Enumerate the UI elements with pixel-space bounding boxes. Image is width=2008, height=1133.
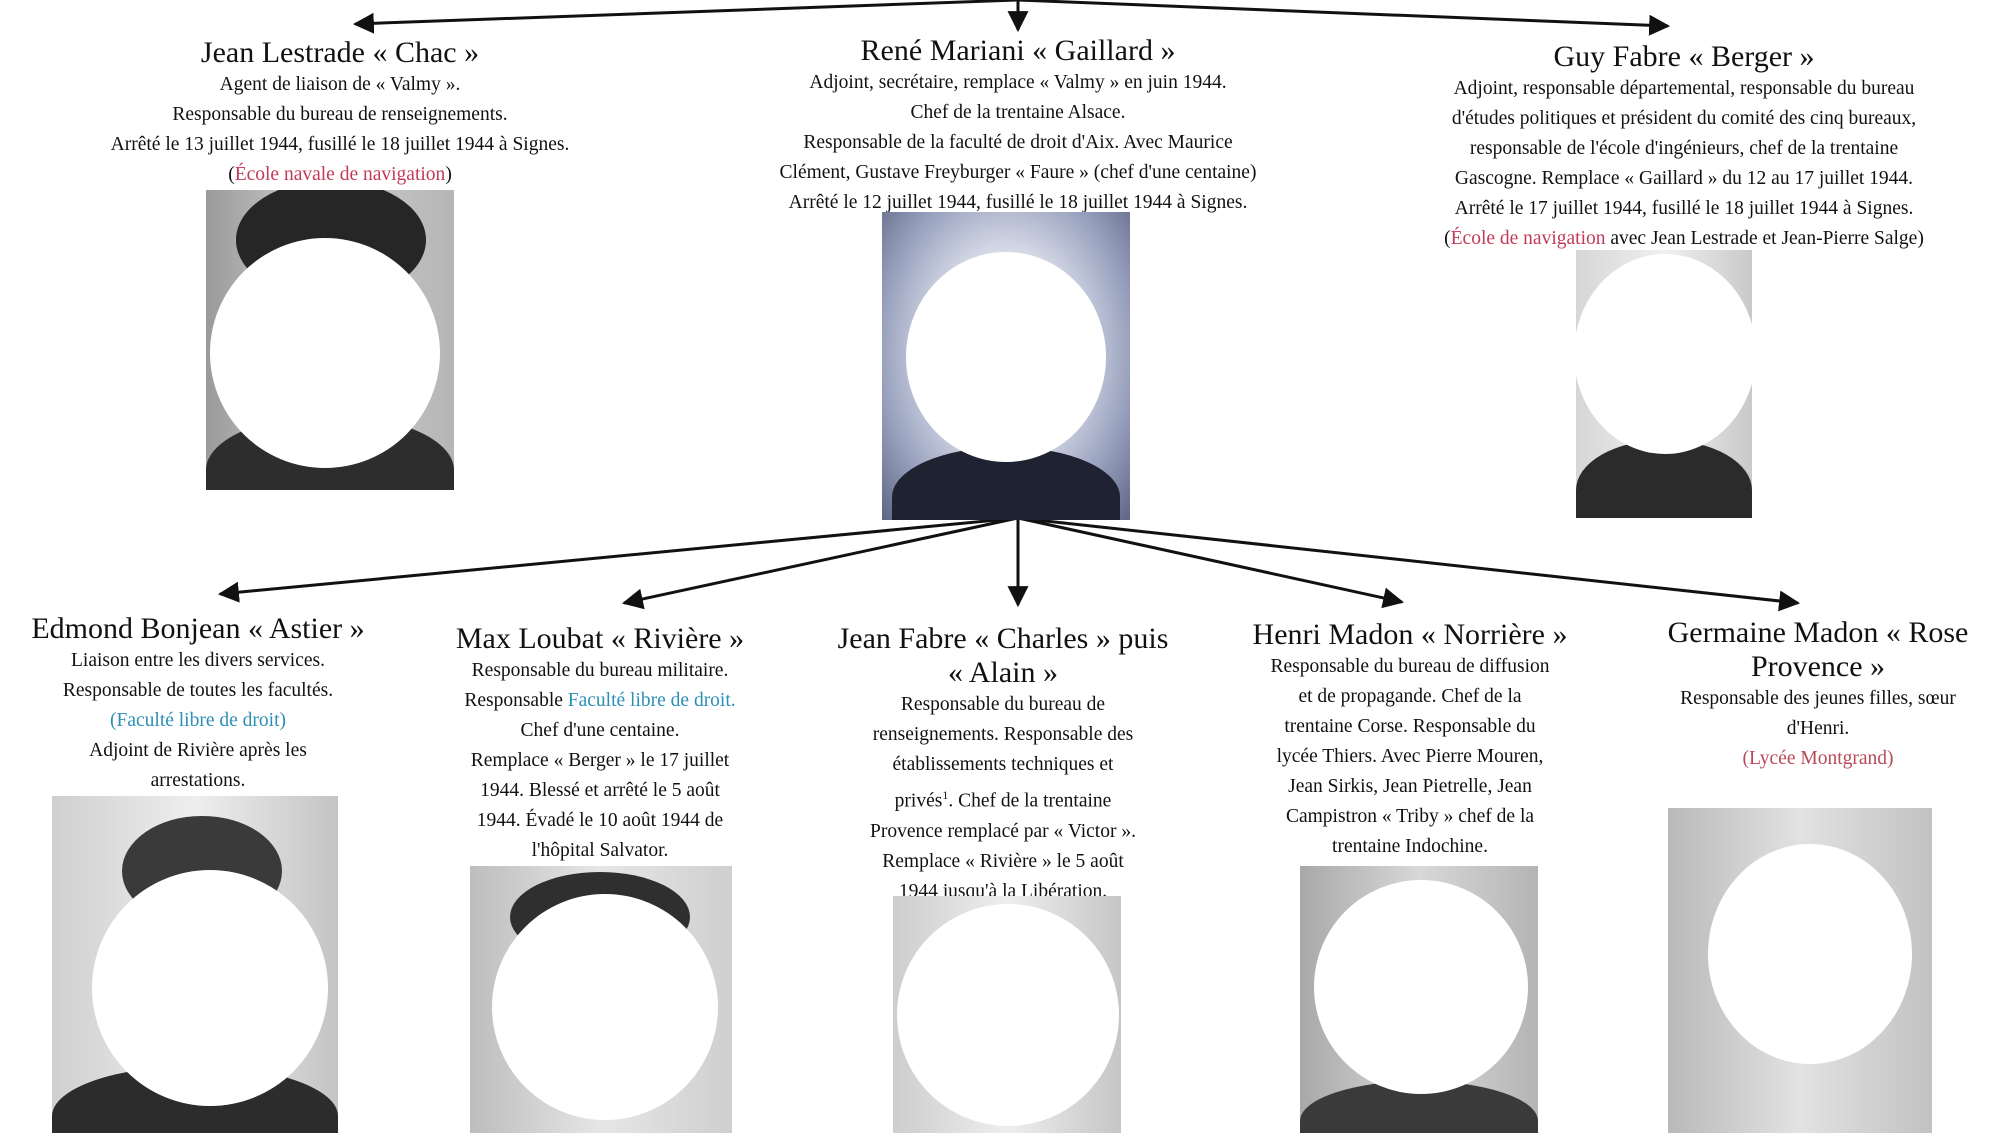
description-line: arrestations.: [150, 770, 246, 791]
member-description: Responsable du bureau de diffusion et de…: [1210, 652, 1610, 862]
footnote-marker[interactable]: 1: [942, 788, 949, 802]
description-line: Adjoint, secrétaire, remplace « Valmy » …: [809, 72, 1227, 93]
description-line-with-link: Responsable Faculté libre de droit.: [464, 690, 736, 711]
description-line: Adjoint, responsable départemental, resp…: [1453, 78, 1915, 99]
description-line: l'hôpital Salvator.: [531, 840, 669, 861]
member-card-loubat: Max Loubat « Rivière » Responsable du bu…: [410, 622, 790, 866]
description-line: Remplace « Berger » le 17 juillet: [470, 750, 730, 771]
description-line: Chef d'une centaine.: [520, 720, 680, 741]
description-line: Responsable du bureau de renseignements.: [172, 104, 508, 125]
school-link-line: (École de navigation avec Jean Lestrade …: [1444, 228, 1924, 249]
description-line: et de propagande. Chef de la: [1298, 686, 1522, 707]
description-line: Remplace « Rivière » le 5 août: [882, 850, 1124, 872]
member-description: Responsable du bureau militaire. Respons…: [410, 656, 790, 866]
member-description: Liaison entre les divers services. Respo…: [0, 646, 396, 796]
member-name-line: Jean Fabre « Charles » puis: [837, 622, 1169, 655]
description-line: Arrêté le 12 juillet 1944, fusillé le 18…: [788, 192, 1248, 213]
member-name-line: Germaine Madon « Rose: [1667, 616, 1969, 649]
description-line: d'études politiques et président du comi…: [1451, 108, 1917, 129]
portrait-photo-guy-fabre: [1576, 250, 1752, 518]
member-name-line: « Alain »: [948, 656, 1058, 689]
member-name: René Mariani « Gaillard »: [860, 34, 1176, 67]
blanked-face: [92, 870, 328, 1106]
description-line: Responsable des jeunes filles, sœur: [1680, 688, 1956, 709]
description-line: Jean Sirkis, Jean Pietrelle, Jean: [1288, 776, 1532, 797]
blanked-face: [1576, 254, 1752, 454]
description-line: Responsable de toutes les facultés.: [62, 680, 334, 701]
school-link-suffix: avec Jean Lestrade et Jean-Pierre Salge): [1605, 228, 1924, 249]
description-line: Arrêté le 17 juillet 1944, fusillé le 18…: [1454, 198, 1914, 219]
arrow-to-madon-henri: [1017, 516, 1405, 609]
arrow-to-loubat: [621, 516, 1019, 610]
member-name: Edmond Bonjean « Astier »: [31, 612, 365, 645]
member-card-mariani: René Mariani « Gaillard » Adjoint, secré…: [676, 34, 1360, 218]
portrait-photo-mariani: [882, 212, 1130, 520]
member-name: Henri Madon « Norrière »: [1252, 618, 1568, 651]
arrow-to-madon-germaine: [1017, 516, 1801, 612]
blanked-face: [906, 252, 1106, 462]
arrow-to-lestrade: [352, 0, 1019, 34]
member-card-jean-fabre: Jean Fabre « Charles » puis « Alain » Re…: [818, 622, 1188, 907]
description-line: Adjoint de Rivière après les: [89, 740, 307, 761]
description-line: lycée Thiers. Avec Pierre Mouren,: [1276, 746, 1544, 767]
school-link-line: (École navale de navigation): [228, 164, 452, 185]
portrait-photo-henri-madon: [1300, 866, 1538, 1133]
member-name-line: Provence »: [1750, 650, 1886, 683]
school-link[interactable]: (Lycée Montgrand): [1742, 748, 1894, 769]
arrow-to-fabre-guy: [1017, 0, 1671, 36]
member-card-guy-fabre: Guy Fabre « Berger » Adjoint, responsabl…: [1362, 40, 2006, 254]
description-line: Arrêté le 13 juillet 1944, fusillé le 18…: [110, 134, 570, 155]
description-line: Gascogne. Remplace « Gaillard » du 12 au…: [1454, 168, 1914, 189]
arrow-to-bonjean: [217, 516, 1019, 603]
portrait-photo-jean-fabre: [893, 896, 1121, 1133]
member-description: Agent de liaison de « Valmy ». Responsab…: [10, 70, 670, 190]
description-line: établissements techniques et: [892, 754, 1114, 775]
description-line: Responsable du bureau de: [900, 694, 1106, 715]
blanked-face: [492, 894, 718, 1120]
description-line: 1944. Blessé et arrêté le 5 août: [480, 780, 720, 801]
description-line: 1944. Évadé le 10 août 1944 de: [476, 810, 724, 831]
school-link[interactable]: École de navigation: [1450, 228, 1606, 249]
portrait-photo-bonjean: [52, 796, 338, 1133]
description-line: renseignements. Responsable des: [872, 724, 1134, 745]
description-line: Responsable de la faculté de droit d'Aix…: [803, 132, 1233, 153]
description-line: responsable de l'école d'ingénieurs, che…: [1469, 138, 1899, 159]
member-description: Adjoint, responsable départemental, resp…: [1362, 74, 2006, 254]
description-line: Agent de liaison de « Valmy ».: [219, 74, 461, 95]
faculty-link[interactable]: Faculté libre de droit.: [567, 690, 736, 711]
portrait-photo-lestrade: [206, 190, 454, 490]
blanked-face: [1314, 880, 1528, 1094]
member-description: Responsable du bureau de renseignements.…: [818, 690, 1188, 907]
description-line: Responsable du bureau de diffusion: [1270, 656, 1550, 677]
portrait-photo-germaine-madon: [1668, 808, 1932, 1133]
member-name: Max Loubat « Rivière »: [455, 622, 745, 655]
member-description: Adjoint, secrétaire, remplace « Valmy » …: [676, 68, 1360, 218]
member-card-henri-madon: Henri Madon « Norrière » Responsable du …: [1210, 618, 1610, 862]
member-card-lestrade: Jean Lestrade « Chac » Agent de liaison …: [10, 36, 670, 190]
member-card-germaine-madon: Germaine Madon « Rose Provence » Respons…: [1628, 616, 2008, 774]
member-name: Guy Fabre « Berger »: [1553, 40, 1815, 73]
member-card-bonjean: Edmond Bonjean « Astier » Liaison entre …: [0, 612, 396, 796]
description-line: Provence remplacé par « Victor ».: [870, 820, 1136, 842]
description-line: trentaine Indochine.: [1332, 836, 1488, 857]
school-link[interactable]: École navale de navigation: [234, 164, 446, 185]
description-line: Responsable du bureau militaire.: [471, 660, 729, 681]
blanked-face: [897, 904, 1119, 1126]
description-line-with-footnote: privés1. Chef de la trentaine: [894, 788, 1112, 812]
member-name: Jean Lestrade « Chac »: [200, 36, 480, 69]
faculty-link[interactable]: (Faculté libre de droit): [110, 710, 286, 731]
description-line: Clément, Gustave Freyburger « Faure » (c…: [779, 162, 1257, 183]
blanked-face: [210, 238, 440, 468]
description-line: Chef de la trentaine Alsace.: [910, 102, 1126, 123]
member-description: Responsable des jeunes filles, sœur d'He…: [1628, 684, 2008, 774]
description-line: Campistron « Triby » chef de la: [1285, 806, 1535, 827]
description-line: trentaine Corse. Responsable du: [1284, 716, 1536, 737]
portrait-photo-loubat: [470, 866, 732, 1133]
description-line: Liaison entre les divers services.: [71, 650, 325, 671]
blanked-face: [1708, 844, 1912, 1064]
description-line: d'Henri.: [1786, 718, 1850, 739]
